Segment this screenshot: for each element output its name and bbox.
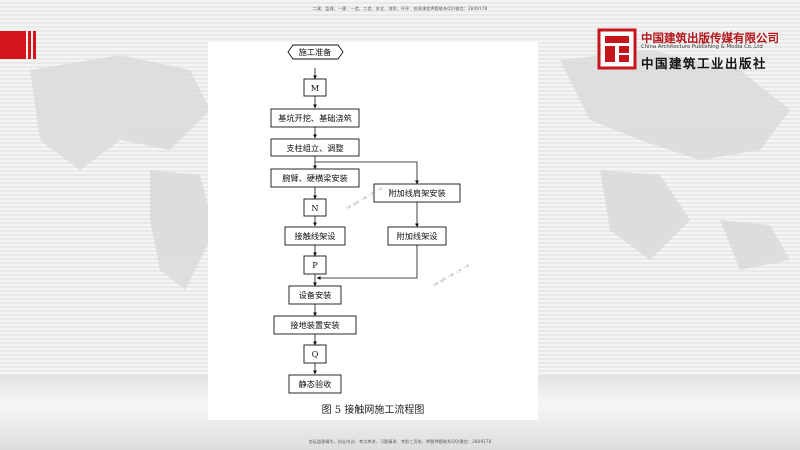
- node-acceptance-box: [288, 374, 342, 394]
- node-q-box: [303, 344, 327, 364]
- node-grounding-box: [273, 315, 357, 335]
- node-grounding: 接地装置安装: [290, 320, 339, 330]
- flow-connectors: [313, 68, 419, 375]
- node-foundation-box: [270, 108, 360, 128]
- node-m: M: [311, 83, 319, 93]
- node-pillar: 支柱组立、调整: [286, 143, 343, 153]
- flowchart-page: 施工准备 M 基坑开挖、基础浇筑 支柱组立、调整 腕臂、硬横梁安装 附加线肩架安…: [208, 42, 538, 420]
- node-cantilever: 腕臂、硬横梁安装: [282, 173, 348, 183]
- figure-caption: 图 5 接触网施工流程图: [322, 403, 425, 416]
- node-foundation: 基坑开挖、基础浇筑: [278, 113, 352, 123]
- publisher-calligraphy: 中国建筑工业出版社: [641, 56, 768, 71]
- node-aux-line: 附加线架设: [397, 231, 438, 241]
- node-pillar-box: [270, 138, 360, 157]
- node-p: P: [312, 260, 318, 270]
- node-n-box: [303, 198, 327, 217]
- node-start: 施工准备: [299, 47, 332, 57]
- publisher-name-en: China Architecture Publishing & Media Co…: [641, 44, 763, 50]
- node-contact-line-box: [284, 226, 346, 246]
- node-aux-shoulder: 附加线肩架安装: [388, 188, 445, 198]
- node-aux-shoulder-box: [373, 183, 461, 203]
- publisher-name-cn: 中国建筑出版传媒有限公司: [641, 31, 779, 45]
- node-equipment: 设备安装: [299, 290, 332, 300]
- publisher-logo: 中国建筑出版传媒有限公司 China Architecture Publishi…: [597, 28, 797, 72]
- node-contact-line: 接触线架设: [295, 231, 336, 241]
- red-corner-mark: [0, 31, 36, 59]
- node-q: Q: [312, 349, 319, 359]
- watermark-text-2: 二建、监理、一建、二造、一造: [431, 263, 470, 288]
- flowchart-diagram: 施工准备 M 基坑开挖、基础浇筑 支柱组立、调整 腕臂、硬横梁安装 附加线肩架安…: [270, 44, 470, 416]
- node-m-box: [303, 78, 327, 97]
- node-p-box: [303, 255, 327, 275]
- header-note: 二建、监理、一建、一造、二造、安全、消防、环评、检测课程押题联系QQ/微信：28…: [312, 6, 488, 11]
- node-start-shape: [287, 44, 344, 60]
- node-acceptance: 静态验收: [299, 379, 332, 389]
- node-cantilever-box: [270, 168, 360, 188]
- node-n: N: [311, 203, 318, 213]
- footer-note: 包括监理精华、执业内训、考点串讲、习题精讲、考前三页纸、押题押题联系QQ/微信：…: [308, 439, 492, 444]
- publisher-emblem-icon: [597, 28, 637, 70]
- node-aux-line-box: [387, 226, 447, 246]
- world-map-background: [30, 50, 790, 290]
- node-equipment-box: [288, 285, 342, 305]
